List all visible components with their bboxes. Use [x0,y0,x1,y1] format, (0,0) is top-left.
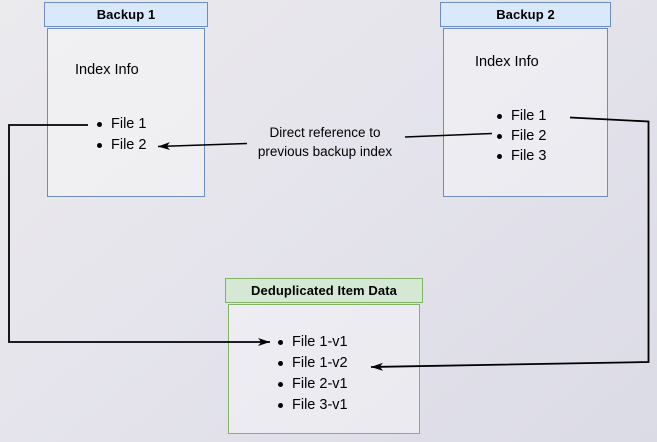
edge-label-direct-reference: Direct reference to previous backup inde… [235,123,415,161]
edge-label-line1: Direct reference to [269,125,381,140]
edge-label-line2: previous backup index [257,144,393,159]
backup1-file-item: File 1 [97,114,146,135]
backup2-header: Backup 2 [440,2,611,27]
backup2-node: Backup 2 Index Info File 1 File 2 File 3 [440,2,611,197]
dedup-file-item: File 3-v1 [278,395,348,416]
backup1-header: Backup 1 [44,2,208,27]
backup2-title: Backup 2 [496,7,555,22]
dedup-file-item: File 1-v1 [278,332,348,353]
backup1-index-info-label: Index Info [75,62,139,78]
dedup-title: Deduplicated Item Data [251,283,397,298]
dedup-file-item: File 1-v2 [278,353,348,374]
backup1-file-list: File 1 File 2 [97,114,146,156]
dedup-header: Deduplicated Item Data [225,278,423,303]
backup2-file-item: File 3 [497,146,546,166]
backup1-body [47,28,205,197]
backup1-title: Backup 1 [96,7,156,22]
backup2-file-list: File 1 File 2 File 3 [497,106,546,166]
dedup-node: Deduplicated Item Data File 1-v1 File 1-… [225,278,423,434]
dedup-file-item: File 2-v1 [278,374,348,395]
dedup-file-list: File 1-v1 File 1-v2 File 2-v1 File 3-v1 [278,332,348,416]
backup2-index-info-label: Index Info [475,54,539,70]
backup2-file-item: File 1 [497,106,546,126]
backup2-file-item: File 2 [497,126,546,146]
backup1-node: Backup 1 Index Info File 1 File 2 [44,2,208,197]
backup1-file-item: File 2 [97,135,146,156]
